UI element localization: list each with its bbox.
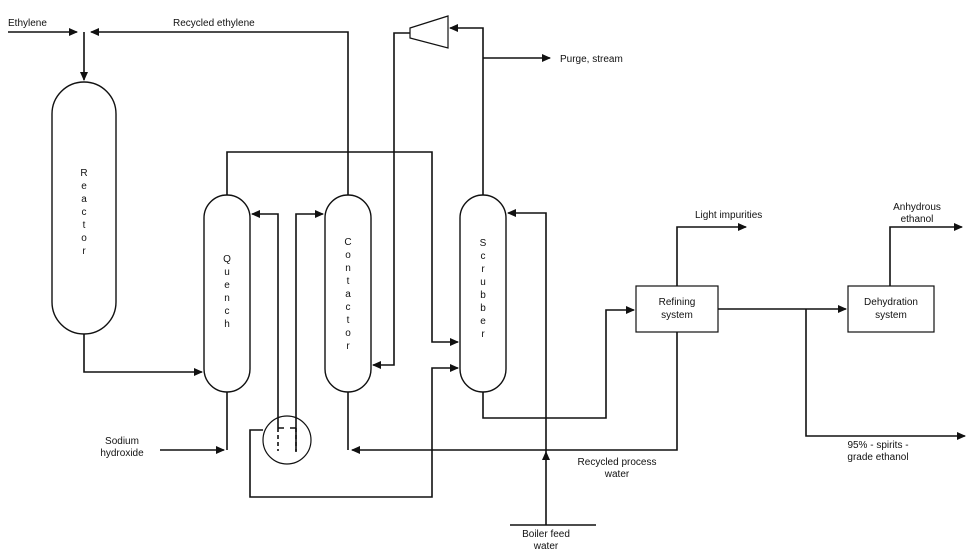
sodium-label-1: Sodium — [105, 436, 139, 447]
sodium-label-2: hydroxide — [100, 448, 144, 459]
light-impurities-label: Light impurities — [695, 210, 762, 221]
heat-exchanger-icon — [262, 415, 312, 465]
boiler-label-1: Boiler feed — [522, 529, 570, 540]
purge-stream-label: Purge, stream — [560, 54, 623, 65]
ethylene-label: Ethylene — [8, 18, 47, 29]
dehydration-label-1: Dehydration — [864, 297, 918, 308]
recycled-water-label-2: water — [604, 469, 630, 480]
refining-label-2: system — [661, 310, 693, 321]
dehydration-system-box — [847, 285, 935, 333]
anhydrous-label-1: Anhydrous — [893, 202, 941, 213]
recycled-water-label-1: Recycled process — [578, 457, 657, 468]
dehydration-label-2: system — [875, 310, 907, 321]
boiler-label-2: water — [533, 541, 559, 552]
spirits-label-1: 95% - spirits - — [847, 440, 908, 451]
refining-label-1: Refining — [659, 297, 696, 308]
anhydrous-label-2: ethanol — [901, 214, 934, 225]
recycled-ethylene-label: Recycled ethylene — [173, 18, 255, 29]
refining-system-box — [635, 285, 719, 333]
compressor-icon — [409, 15, 449, 49]
spirits-label-2: grade ethanol — [847, 452, 908, 463]
